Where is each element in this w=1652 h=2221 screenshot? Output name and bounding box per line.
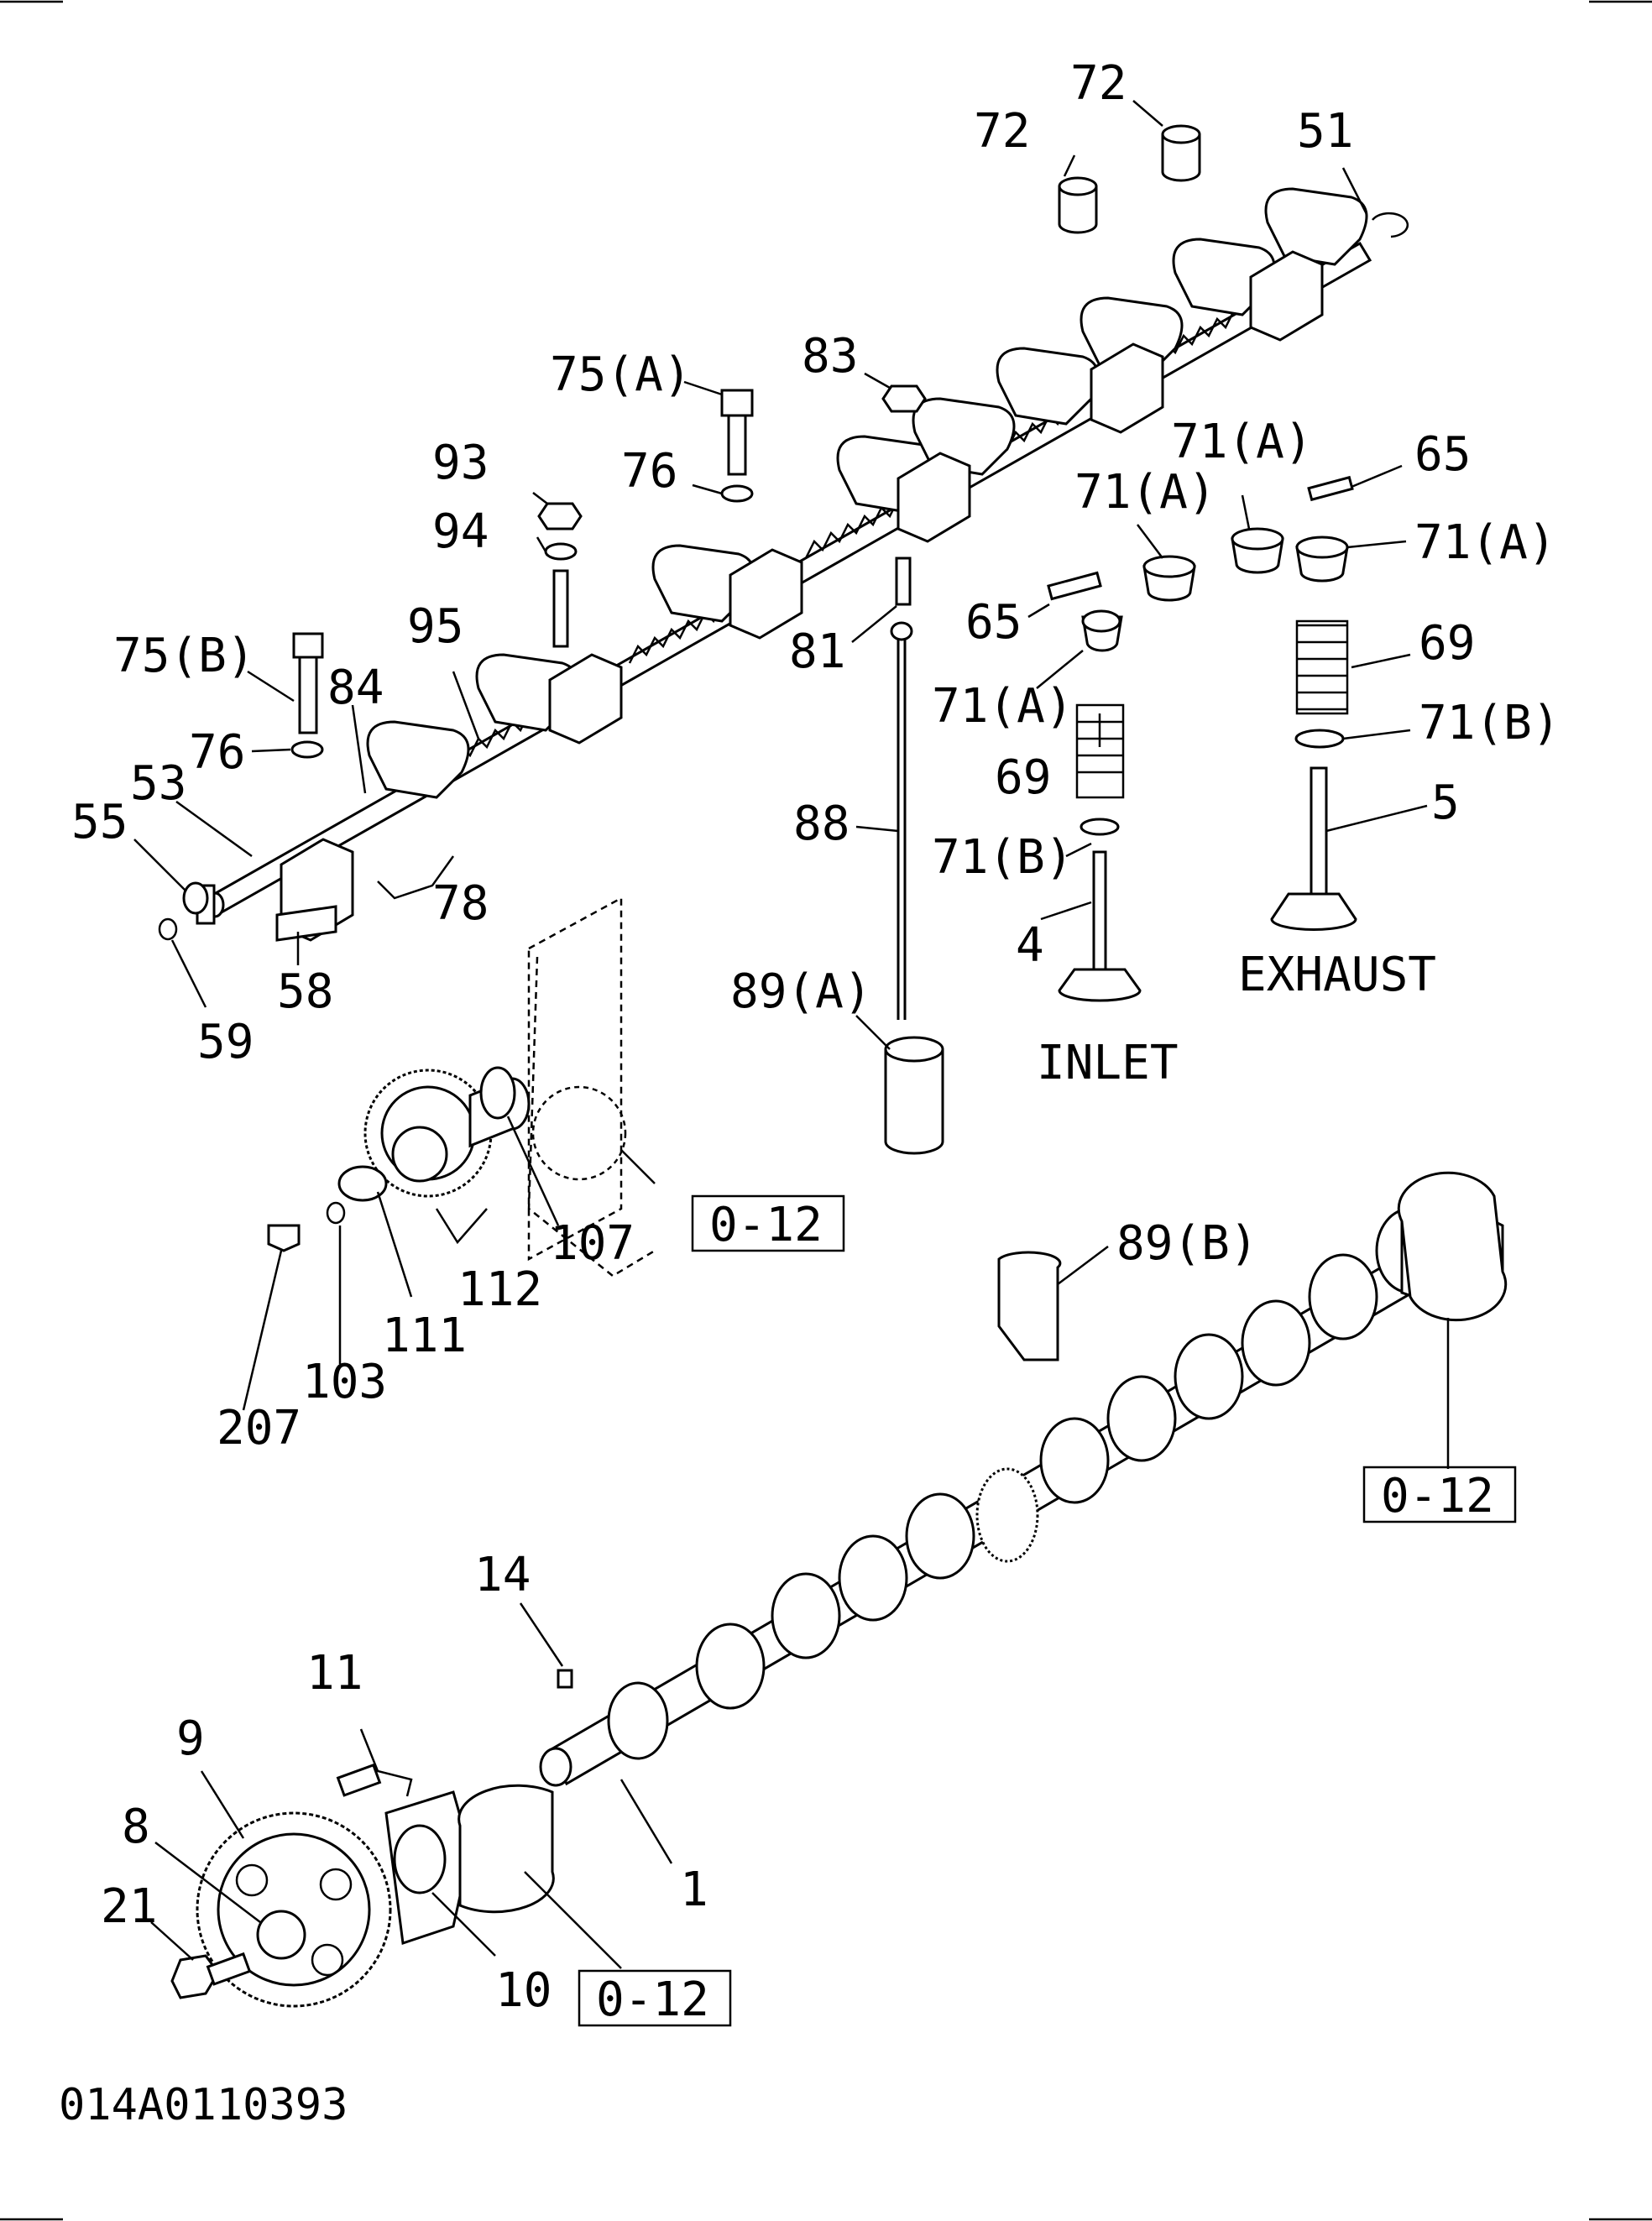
label-207: 207 [217, 1401, 301, 1455]
caption-exhaust: EXHAUST [1238, 948, 1436, 1002]
ref-box-cam-bush [1362, 1466, 1517, 1523]
caption-inlet: INLET [1037, 1036, 1179, 1090]
label-83: 83 [802, 329, 858, 384]
rocker-arms [366, 187, 1368, 799]
label-71b-inlet: 71(B) [932, 830, 1074, 885]
section-captions: EXHAUST INLET [1037, 948, 1436, 1090]
reference-boxes: 0-12 0-12 0-12 [578, 1194, 1517, 2027]
ref-box-front-bush [578, 1969, 732, 2027]
label-72-right: 72 [1070, 56, 1127, 111]
label-75b: 75(B) [113, 629, 255, 683]
rocker-brackets [280, 250, 1324, 942]
label-4: 4 [1016, 918, 1044, 973]
label-71b-exhaust: 71(B) [1419, 696, 1561, 750]
label-71a-right: 71(A) [1414, 515, 1556, 570]
label-53: 53 [130, 756, 186, 811]
label-71a-top: 71(A) [1171, 415, 1313, 469]
label-81: 81 [789, 624, 845, 679]
label-11: 11 [306, 1646, 363, 1701]
ref-label-block: 0-12 [709, 1198, 823, 1252]
label-69-exhaust: 69 [1419, 616, 1475, 671]
label-59: 59 [197, 1015, 254, 1069]
idler-gear [267, 1066, 531, 1252]
label-89b: 89(B) [1116, 1216, 1258, 1271]
label-76-lower: 76 [189, 725, 245, 780]
label-51: 51 [1297, 104, 1353, 159]
label-103: 103 [302, 1355, 387, 1409]
label-65-top: 65 [1414, 427, 1471, 482]
label-14: 14 [474, 1548, 531, 1602]
cam-gear [170, 1171, 1508, 2008]
camshaft [539, 1199, 1504, 1787]
label-5: 5 [1431, 776, 1460, 830]
label-9: 9 [176, 1711, 205, 1766]
label-95: 95 [407, 599, 463, 654]
label-76-upper: 76 [621, 444, 677, 499]
drawing-code: 014A0110393 [59, 2080, 348, 2130]
ref-box-block [691, 1194, 845, 1252]
label-75a: 75(A) [550, 348, 692, 402]
label-88: 88 [793, 797, 850, 851]
label-71a-mid: 71(A) [1074, 465, 1216, 520]
label-10: 10 [495, 1963, 552, 2018]
ref-label-cam-bush: 0-12 [1381, 1469, 1494, 1523]
label-1: 1 [680, 1863, 708, 1917]
label-84: 84 [327, 661, 384, 715]
label-93: 93 [432, 436, 489, 490]
label-94: 94 [432, 504, 489, 559]
label-55: 55 [71, 795, 128, 849]
label-21: 21 [101, 1879, 157, 1934]
label-78: 78 [432, 876, 489, 931]
label-69-inlet: 69 [995, 750, 1051, 805]
label-89a: 89(A) [730, 964, 872, 1019]
label-72-left: 72 [974, 104, 1030, 159]
label-8: 8 [122, 1800, 150, 1854]
leader-lines [133, 100, 1450, 1969]
label-58: 58 [277, 964, 333, 1019]
engine-block [527, 896, 656, 1278]
label-107: 107 [550, 1216, 635, 1271]
pushrod-tappets [884, 621, 1062, 1361]
small-parts [158, 124, 1409, 942]
label-71a-inlet: 71(A) [932, 679, 1074, 734]
valve-assemblies [1047, 475, 1357, 1002]
ref-label-front-bush: 0-12 [596, 1973, 709, 2027]
label-111: 111 [382, 1309, 467, 1363]
part-labels: 72 72 51 75(A) 83 71(A) 65 93 76 71(A) 7… [71, 56, 1561, 2018]
label-112: 112 [457, 1262, 542, 1317]
label-65-mid: 65 [965, 595, 1022, 650]
